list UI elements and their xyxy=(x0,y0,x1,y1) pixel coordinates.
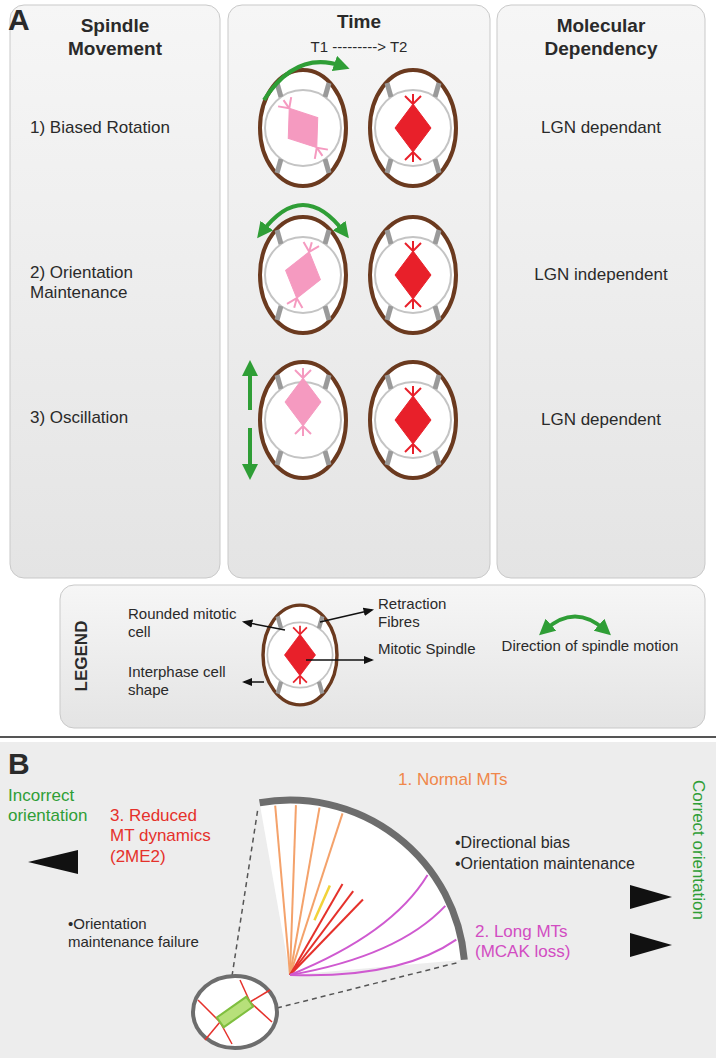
panel-letter: A xyxy=(8,2,30,38)
cell-row-1 xyxy=(260,62,456,186)
small-cell xyxy=(193,976,277,1048)
row-label: 2) Orientation Maintenance xyxy=(30,263,190,304)
column-panel: Molecular DependencyLGN dependantLGN ind… xyxy=(497,5,705,578)
legend-label: Direction of spindle motion xyxy=(495,637,685,655)
cell-row-2 xyxy=(260,205,456,333)
annotation: 1. Normal MTs xyxy=(398,770,578,790)
panel-ground xyxy=(497,5,705,578)
cell-row-3 xyxy=(250,362,456,478)
panel-b-ground xyxy=(0,742,716,1058)
panel-letter: B xyxy=(8,746,30,782)
annotation: •Directional bias xyxy=(455,833,665,852)
column-panel: Spindle Movement 1) Biased Rotation 2) Ori… xyxy=(10,5,220,578)
panel-divider xyxy=(0,736,716,738)
zoom-wedge xyxy=(260,800,465,975)
microtubule-rays xyxy=(275,805,456,975)
zoom-lines xyxy=(232,808,460,1008)
annotation: 3. Reduced MT dynamics (2ME2) xyxy=(110,806,218,867)
row-label: LGN dependent xyxy=(497,410,705,430)
panel-ground xyxy=(228,5,490,578)
panel-ground xyxy=(60,585,705,728)
annotation: 2. Long MTs (MCAK loss) xyxy=(475,922,605,963)
row-label: T1 ---------> T2 xyxy=(228,38,490,56)
row-label: LGN independent xyxy=(497,265,705,285)
legend-label: Retraction Fibres xyxy=(378,595,478,631)
annotation: Incorrect orientation xyxy=(8,786,108,827)
legend-cell xyxy=(244,605,605,705)
row-label: LGN dependant xyxy=(497,118,705,138)
row-label: 3) Oscillation xyxy=(30,408,215,428)
annotation: •Orientation maintenance failure xyxy=(68,915,220,951)
legend-label: Rounded mitotic cell xyxy=(128,605,240,641)
direction-arrows xyxy=(28,850,672,957)
legend-label: Interphase cell shape xyxy=(128,663,240,699)
panel-heading: Spindle Movement xyxy=(50,15,180,61)
cortex-arc xyxy=(260,800,465,960)
row-label: 1) Biased Rotation xyxy=(30,118,215,138)
panel-heading: LEGEND xyxy=(72,621,92,692)
annotation: Correct orientation xyxy=(688,780,708,920)
panel-heading: Molecular Dependency xyxy=(517,15,685,61)
annotation: •Orientation maintenance xyxy=(455,854,665,873)
legend-panel: LEGEND Rounded mitotic cellInterphase cel… xyxy=(60,585,705,728)
column-panel: Time T1 ---------> T2 xyxy=(228,5,490,578)
legend-label: Mitotic Spindle xyxy=(378,640,478,658)
panel-heading: Time xyxy=(228,11,490,34)
panel-ground xyxy=(10,5,220,578)
